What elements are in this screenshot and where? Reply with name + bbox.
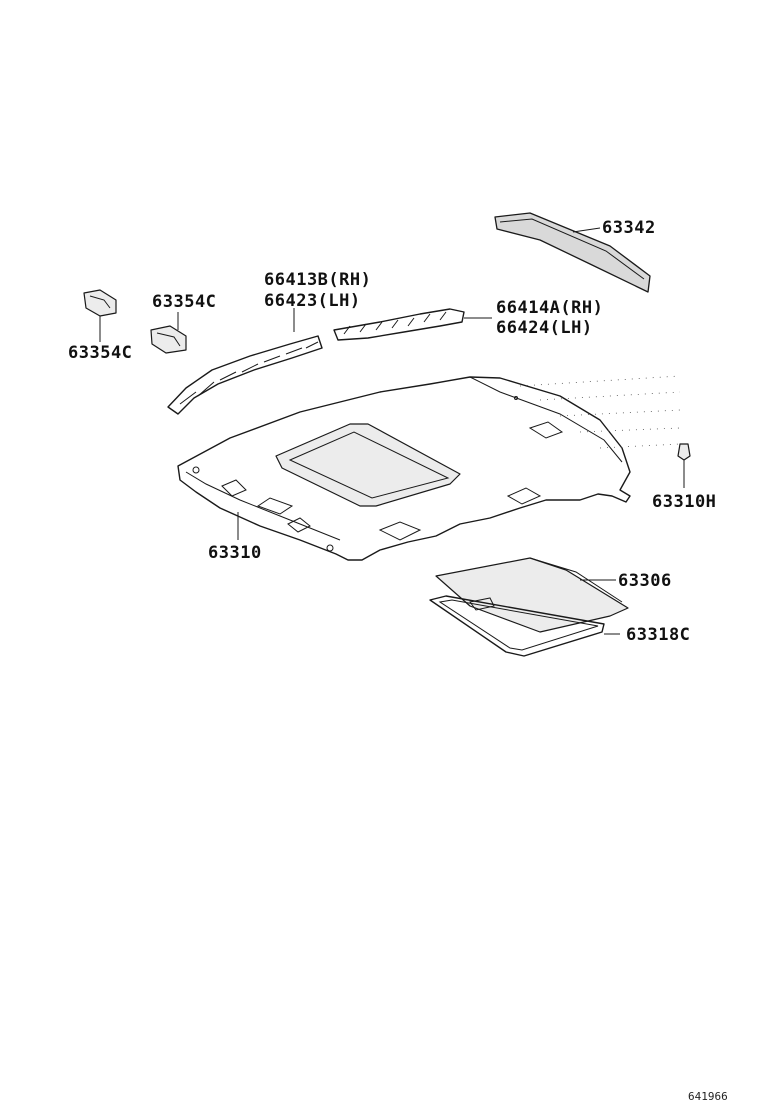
part-63354c-clip-lower [150, 312, 187, 354]
figure-code: 641966 [688, 1090, 728, 1103]
part-63354c-clip-upper [83, 289, 117, 342]
part-63310h-clip [677, 443, 691, 488]
label-66424-lh: 66424(LH) [496, 318, 593, 338]
label-63306: 63306 [618, 571, 672, 591]
part-63310-headliner [177, 376, 631, 561]
part-66414a-weatherstrip [333, 308, 492, 341]
part-66413b-weatherstrip [167, 308, 323, 415]
label-63354c-top: 63354C [152, 292, 217, 312]
label-63318c: 63318C [626, 625, 691, 645]
label-63310: 63310 [208, 543, 262, 563]
guide-lines [519, 375, 681, 449]
label-66414a-rh: 66414A(RH) [496, 298, 604, 318]
label-66413b-rh: 66413B(RH) [264, 270, 372, 290]
label-63342: 63342 [602, 218, 656, 238]
label-63354c-left: 63354C [68, 343, 133, 363]
part-63342-panel [494, 212, 651, 293]
label-63310h: 63310H [652, 492, 717, 512]
label-66423-lh: 66423(LH) [264, 291, 361, 311]
part-63318c-frame [429, 595, 620, 657]
part-63306-sunshade [435, 557, 629, 633]
